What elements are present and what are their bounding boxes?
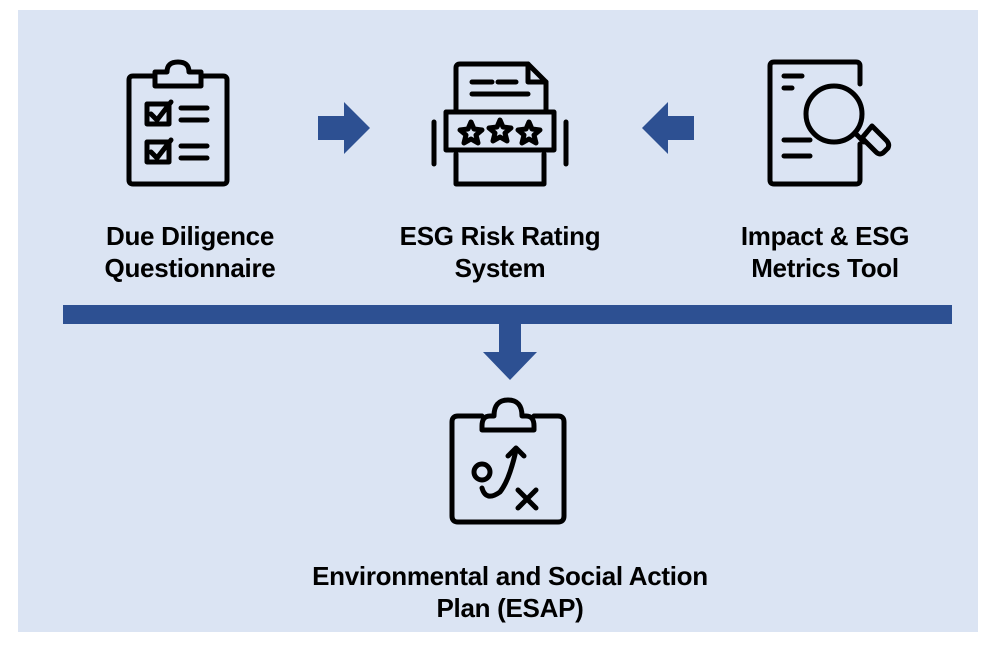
- metrics-label-line1: Impact & ESG: [740, 221, 910, 251]
- questionnaire-label: Due Diligence Questionnaire: [60, 220, 320, 284]
- arrow-right-icon: [318, 102, 370, 154]
- esap-label: Environmental and Social Action Plan (ES…: [240, 560, 780, 624]
- clipboard-checklist-icon: [123, 58, 235, 188]
- rating-label-line2: System: [454, 253, 546, 283]
- clipboard-strategy-icon: [446, 394, 570, 526]
- rating-label: ESG Risk Rating System: [370, 220, 630, 284]
- document-star-rating-icon: [430, 60, 570, 188]
- esap-label-line2: Plan (ESAP): [436, 593, 584, 623]
- metrics-label: Impact & ESG Metrics Tool: [695, 220, 955, 284]
- metrics-label-line2: Metrics Tool: [751, 253, 899, 283]
- questionnaire-label-line2: Questionnaire: [104, 253, 276, 283]
- arrow-down-icon: [483, 322, 537, 380]
- arrow-left-icon: [642, 102, 694, 154]
- questionnaire-label-line1: Due Diligence: [105, 221, 275, 251]
- esap-label-line1: Environmental and Social Action: [312, 561, 708, 591]
- document-magnifier-icon: [764, 58, 896, 188]
- rating-label-line1: ESG Risk Rating: [399, 221, 601, 251]
- connector-bar: [63, 305, 952, 324]
